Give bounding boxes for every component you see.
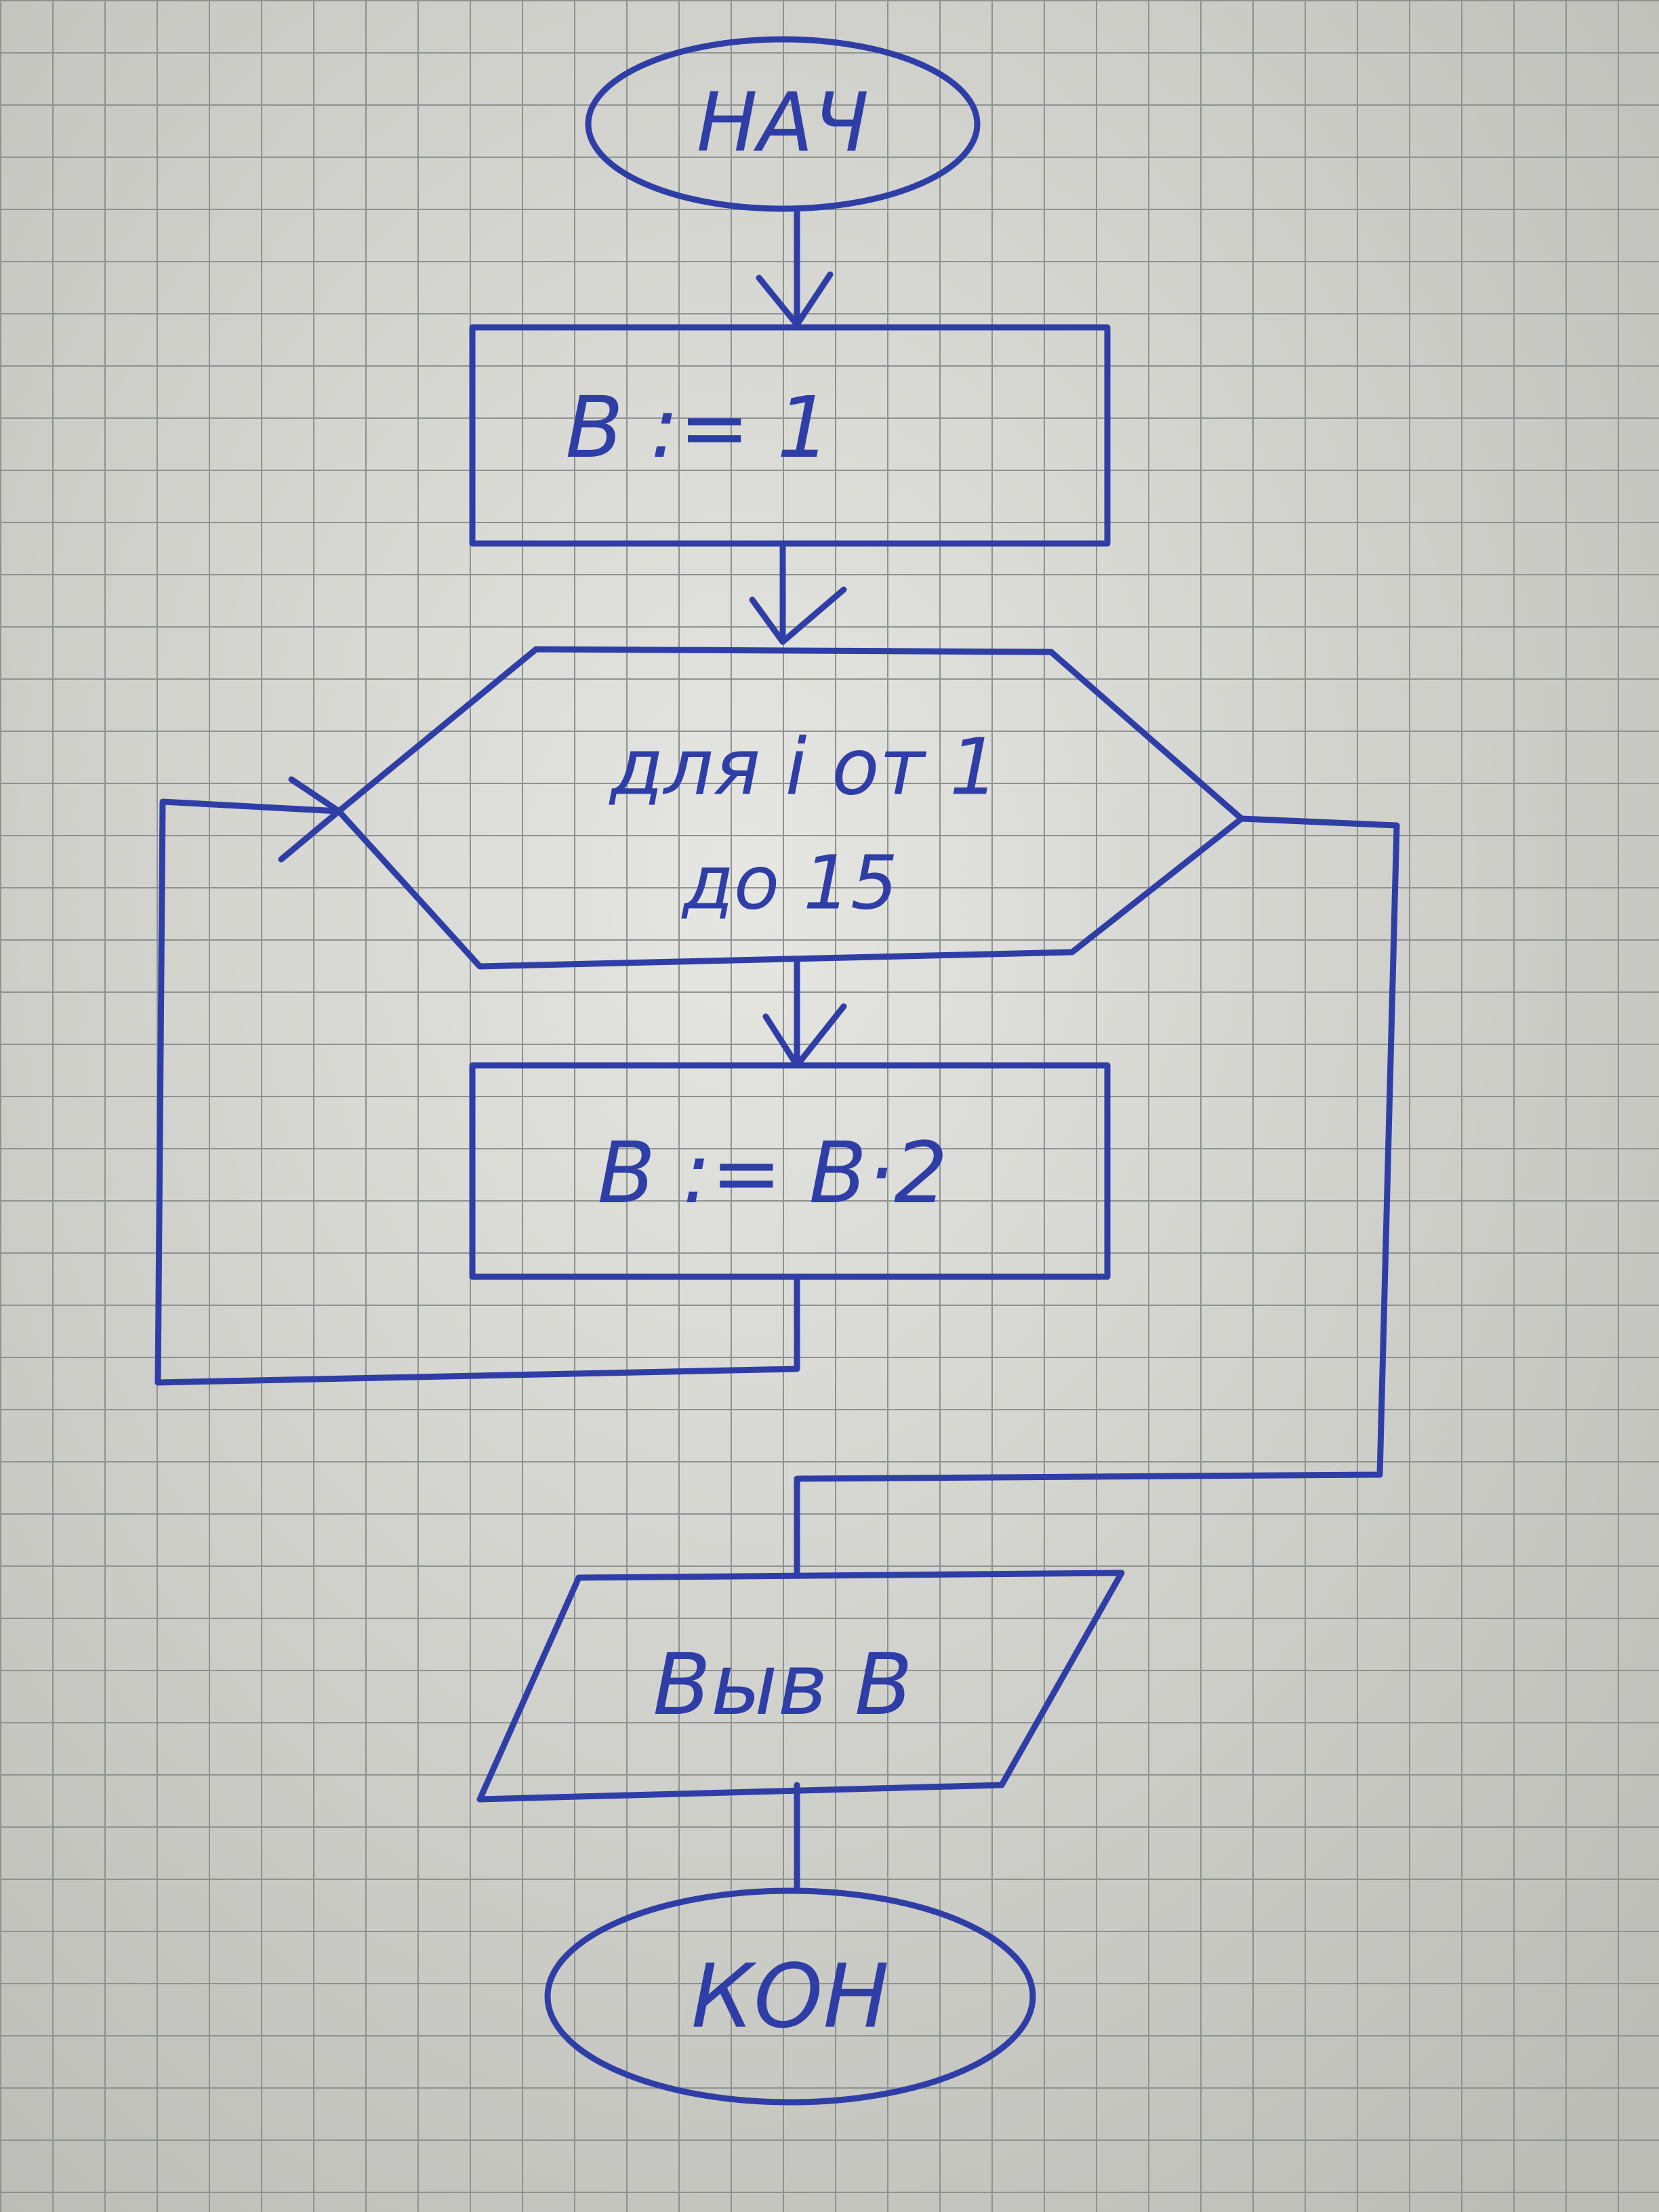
loop-label-line2: до 15 — [681, 839, 898, 926]
arrow-init-to-loop — [749, 540, 847, 645]
init-label: B := 1 — [565, 379, 831, 477]
body-label: B := B·2 — [597, 1124, 947, 1223]
output-parallelogram: Выв B — [476, 1570, 1125, 1803]
start-label: НАЧ — [697, 77, 869, 171]
loop-label-line1: для i от 1 — [609, 722, 999, 813]
loop-back-line — [155, 776, 800, 1386]
end-label: КОН — [691, 1945, 889, 2048]
loop-exit-line — [794, 815, 1400, 1576]
init-process-box: B := 1 — [469, 324, 1111, 547]
end-terminal: КОН — [544, 1887, 1036, 2106]
body-process-box: B := B·2 — [469, 1062, 1111, 1280]
start-terminal: НАЧ — [585, 36, 981, 212]
output-label: Выв B — [653, 1636, 913, 1734]
